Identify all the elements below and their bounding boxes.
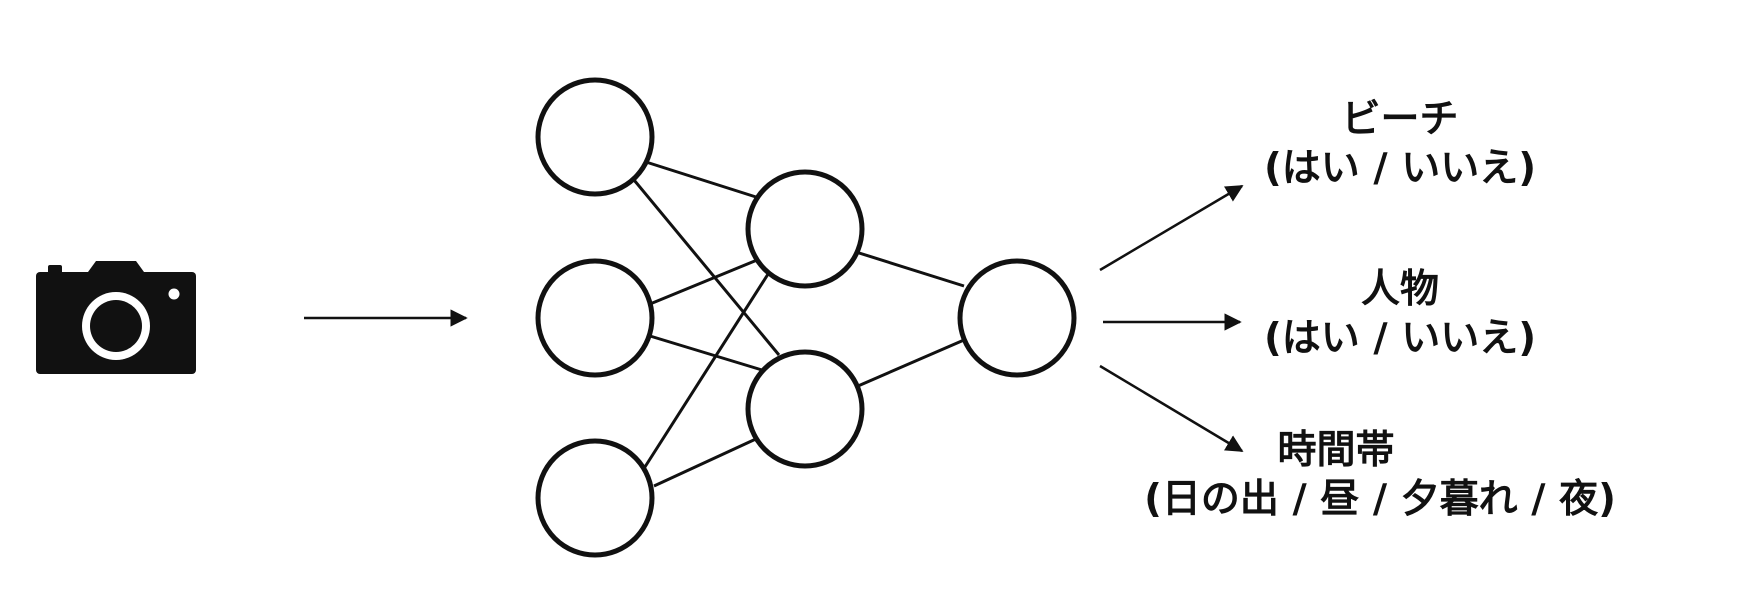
output-label-person: 人物 (はい / いいえ) — [1260, 266, 1540, 364]
output-arrows — [1099, 184, 1244, 453]
edge-1-3-to-2-2 — [653, 436, 759, 488]
output-options: (日の出 / 昼 / 夕暮れ / 夜) — [1144, 476, 1616, 522]
output-title: 時間帯 — [1277, 428, 1395, 473]
output-arrow-beach — [1099, 184, 1244, 272]
output-options: (はい / いいえ) — [1263, 315, 1537, 361]
camera-icon — [36, 261, 196, 374]
output-label-beach: ビーチ (はい / いいえ) — [1260, 96, 1540, 194]
edge-1-1-to-2-1 — [645, 160, 757, 199]
edge-2-2-to-3-1 — [857, 338, 965, 388]
edge-2-1-to-3-1 — [855, 250, 965, 288]
output-arrow-time — [1099, 364, 1244, 453]
node-input-3 — [535, 438, 655, 558]
node-hidden-1 — [745, 169, 865, 289]
output-title: ビーチ — [1341, 97, 1459, 142]
edge-1-2-to-2-2 — [649, 334, 763, 372]
node-input-2 — [535, 258, 655, 378]
edge-1-1-to-2-2 — [632, 179, 781, 356]
output-label-time-of-day: 時間帯 (日の出 / 昼 / 夕暮れ / 夜) — [1130, 427, 1630, 525]
node-output — [957, 258, 1077, 378]
connections — [632, 160, 965, 488]
output-title: 人物 — [1360, 267, 1439, 312]
node-input-1 — [535, 77, 655, 197]
node-hidden-2 — [745, 349, 865, 469]
nodes — [535, 77, 1077, 558]
edge-1-3-to-2-1 — [641, 270, 772, 471]
edge-1-2-to-2-1 — [649, 256, 763, 306]
output-options: (はい / いいえ) — [1263, 145, 1537, 191]
